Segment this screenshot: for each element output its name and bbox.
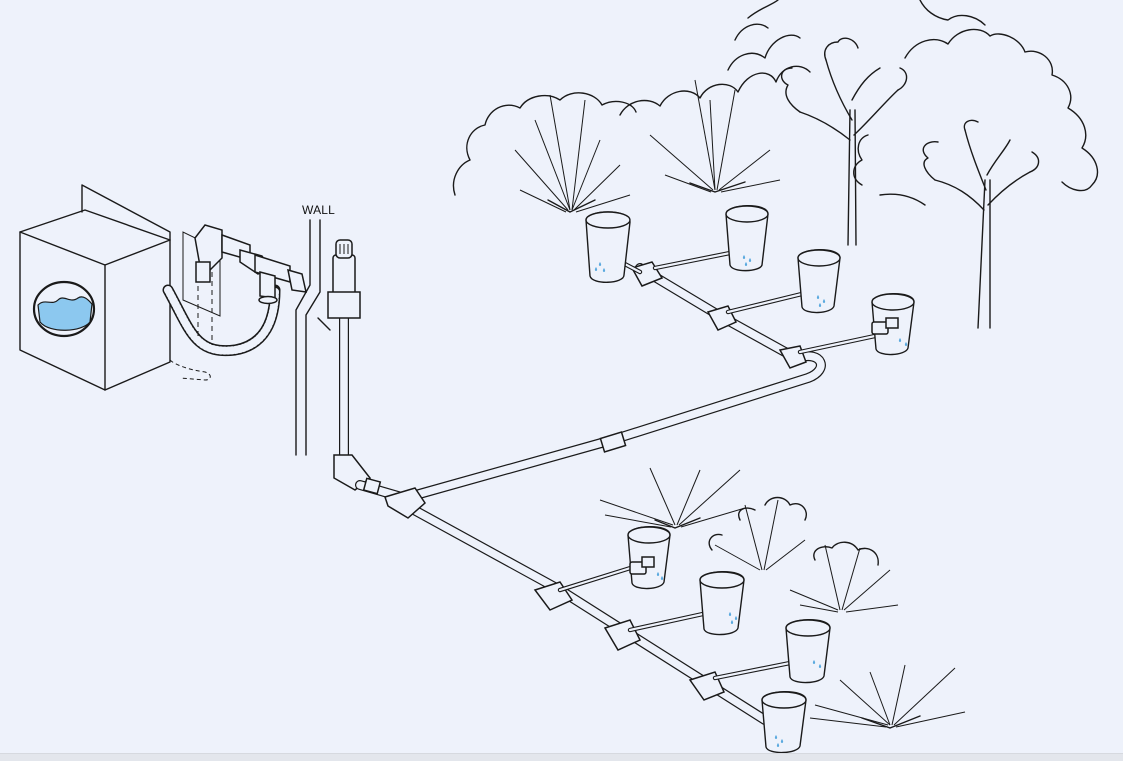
water-wave-icon bbox=[37, 296, 93, 331]
grass-bottom-3 bbox=[789, 541, 899, 613]
wall bbox=[295, 219, 331, 456]
grass-bottom-1 bbox=[599, 467, 746, 529]
pot-3 bbox=[797, 249, 841, 314]
pot-7 bbox=[785, 619, 831, 684]
upper-tee-3 bbox=[778, 345, 807, 369]
pot-6 bbox=[699, 571, 745, 636]
tree-right bbox=[922, 119, 1040, 329]
drain-hose bbox=[162, 284, 281, 381]
pot-1 bbox=[585, 211, 631, 283]
main-tee-fitting bbox=[384, 487, 426, 519]
main-riser bbox=[327, 239, 372, 491]
pot-2 bbox=[725, 205, 769, 272]
grass-bottom-2 bbox=[708, 496, 807, 571]
wall-label: WALL bbox=[302, 203, 336, 217]
background-bushes bbox=[452, 0, 1099, 206]
pot-8 bbox=[761, 691, 807, 754]
grass-top-2 bbox=[649, 79, 781, 193]
coupling-fitting bbox=[599, 431, 627, 453]
grass-top-1 bbox=[514, 94, 631, 213]
pot-5 bbox=[627, 526, 671, 590]
outlet-fitting bbox=[194, 224, 307, 305]
bottom-scroll-bar bbox=[0, 753, 1123, 761]
pipe-network bbox=[355, 263, 826, 725]
washing-machine bbox=[19, 184, 171, 391]
grass-bottom-4 bbox=[809, 664, 966, 729]
tree-left bbox=[781, 37, 908, 246]
pot-4 bbox=[871, 293, 915, 356]
